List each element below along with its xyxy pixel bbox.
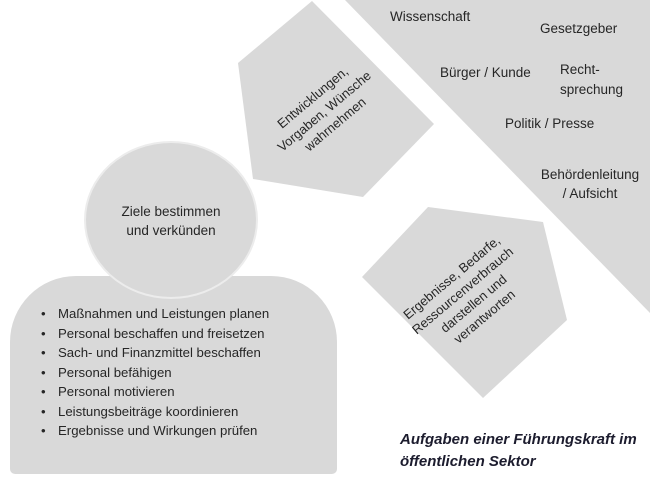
task-text: Personal motivieren — [58, 384, 175, 399]
figure-caption-line1: Aufgaben einer Führungskraft im — [400, 431, 637, 448]
task-item: • Ergebnisse und Wirkungen prüfen — [38, 421, 269, 441]
figure-caption-line2: öffentlichen Sektor — [400, 452, 536, 470]
task-text: Sach- und Finanzmittel beschaffen — [58, 345, 261, 360]
label-behoerdenleitung-line1: Behördenleitung — [540, 167, 640, 182]
label-behoerdenleitung: Behördenleitung / Aufsicht — [528, 165, 650, 203]
bullet-icon: • — [41, 423, 46, 438]
label-buerger-kunde: Bürger / Kunde — [440, 65, 531, 80]
task-item: • Personal motivieren — [38, 382, 269, 402]
task-item: • Sach- und Finanzmittel beschaffen — [38, 343, 269, 363]
task-text: Personal befähigen — [58, 364, 172, 380]
bullet-icon: • — [41, 345, 46, 360]
task-text: Ergebnisse und Wirkungen prüfen — [58, 423, 258, 438]
figure-caption: Aufgaben einer Führungskraft im öffentli… — [400, 429, 637, 472]
bullet-icon: • — [41, 306, 46, 321]
label-rechtsprechung-line2: sprechung — [560, 82, 624, 97]
bullet-icon: • — [41, 403, 46, 419]
label-rechtsprechung-line1: Recht- — [560, 62, 600, 77]
task-text: Leistungsbeiträge koordinieren — [58, 403, 239, 419]
task-list: • Maßnahmen und Leistungen planen • Pers… — [38, 304, 269, 441]
label-wissenschaft: Wissenschaft — [390, 9, 471, 24]
head-label-line2: und verkünden — [126, 223, 216, 238]
label-rechtsprechung: Recht- sprechung — [560, 60, 623, 100]
bullet-icon: • — [41, 364, 46, 380]
person-body-shape — [10, 276, 337, 474]
label-politik-presse: Politik / Presse — [505, 116, 595, 131]
task-item: • Personal beschaffen und freisetzen — [38, 324, 269, 344]
task-item: • Leistungsbeiträge koordinieren — [38, 402, 269, 422]
label-behoerdenleitung-line2: / Aufsicht — [562, 186, 618, 201]
task-text: Maßnahmen und Leistungen planen — [58, 306, 270, 321]
task-text: Personal beschaffen und freisetzen — [58, 325, 265, 341]
head-label: Ziele bestimmen und verkünden — [61, 202, 281, 240]
label-gesetzgeber: Gesetzgeber — [540, 21, 618, 36]
bullet-icon: • — [41, 325, 46, 341]
task-item: • Maßnahmen und Leistungen planen — [38, 304, 269, 324]
bullet-icon: • — [41, 384, 46, 399]
task-item: • Personal befähigen — [38, 363, 269, 383]
person-head-shape — [84, 141, 258, 299]
head-label-line1: Ziele bestimmen — [121, 204, 221, 219]
